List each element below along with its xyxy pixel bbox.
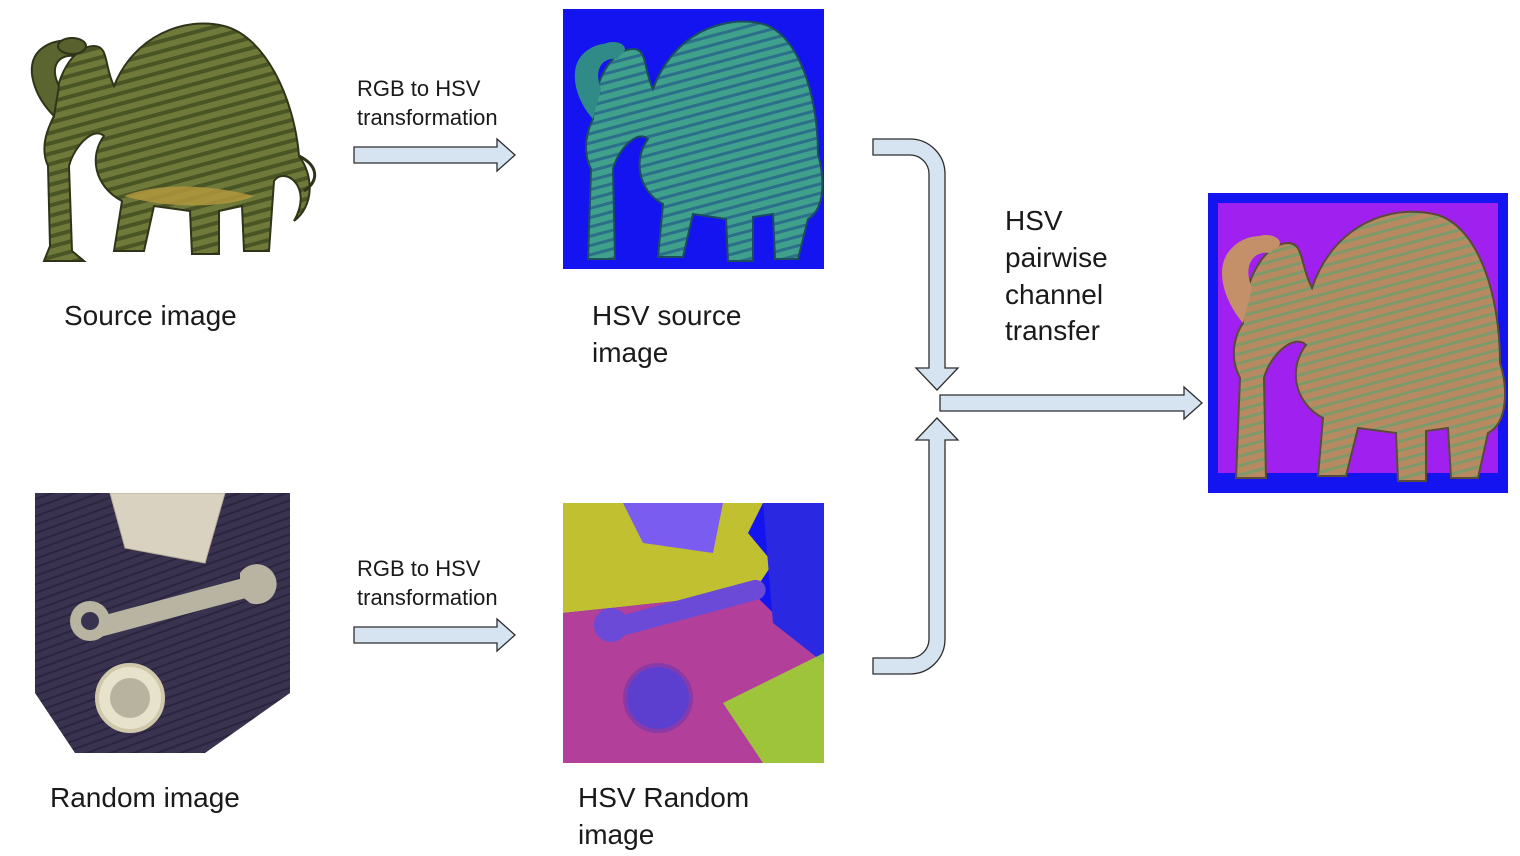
random-image xyxy=(35,493,290,753)
hsv-source-image xyxy=(563,9,824,269)
arrow-curve-down xyxy=(872,138,960,391)
source-image-label: Source image xyxy=(64,300,237,331)
random-image-label: Random image xyxy=(50,782,240,813)
arrow-curve-up xyxy=(872,417,960,675)
arrow-top-transform xyxy=(353,137,516,173)
hsv-source-label-line1: HSV source xyxy=(592,300,742,331)
hsv-source-label-line2: image xyxy=(592,337,669,368)
bottom-transform-label-line1: RGB to HSV xyxy=(357,556,481,581)
top-transform-label-line2: transformation xyxy=(357,105,498,130)
merge-label-line1: HSV xyxy=(1005,205,1063,236)
hsv-random-label-line1: HSV Random xyxy=(578,782,750,813)
result-image xyxy=(1208,193,1508,493)
bottom-transform-label-line2: transformation xyxy=(357,585,498,610)
top-transform-label-line1: RGB to HSV xyxy=(357,76,481,101)
arrow-bottom-transform xyxy=(353,617,516,653)
hsv-random-label-line2: image xyxy=(578,819,655,850)
merge-label-line3: channel xyxy=(1005,279,1104,310)
hsv-random-image xyxy=(563,503,824,763)
merge-label-line2: pairwise xyxy=(1005,242,1108,273)
source-image xyxy=(14,6,320,264)
arrow-output xyxy=(939,385,1203,421)
merge-label-line4: transfer xyxy=(1005,315,1100,346)
